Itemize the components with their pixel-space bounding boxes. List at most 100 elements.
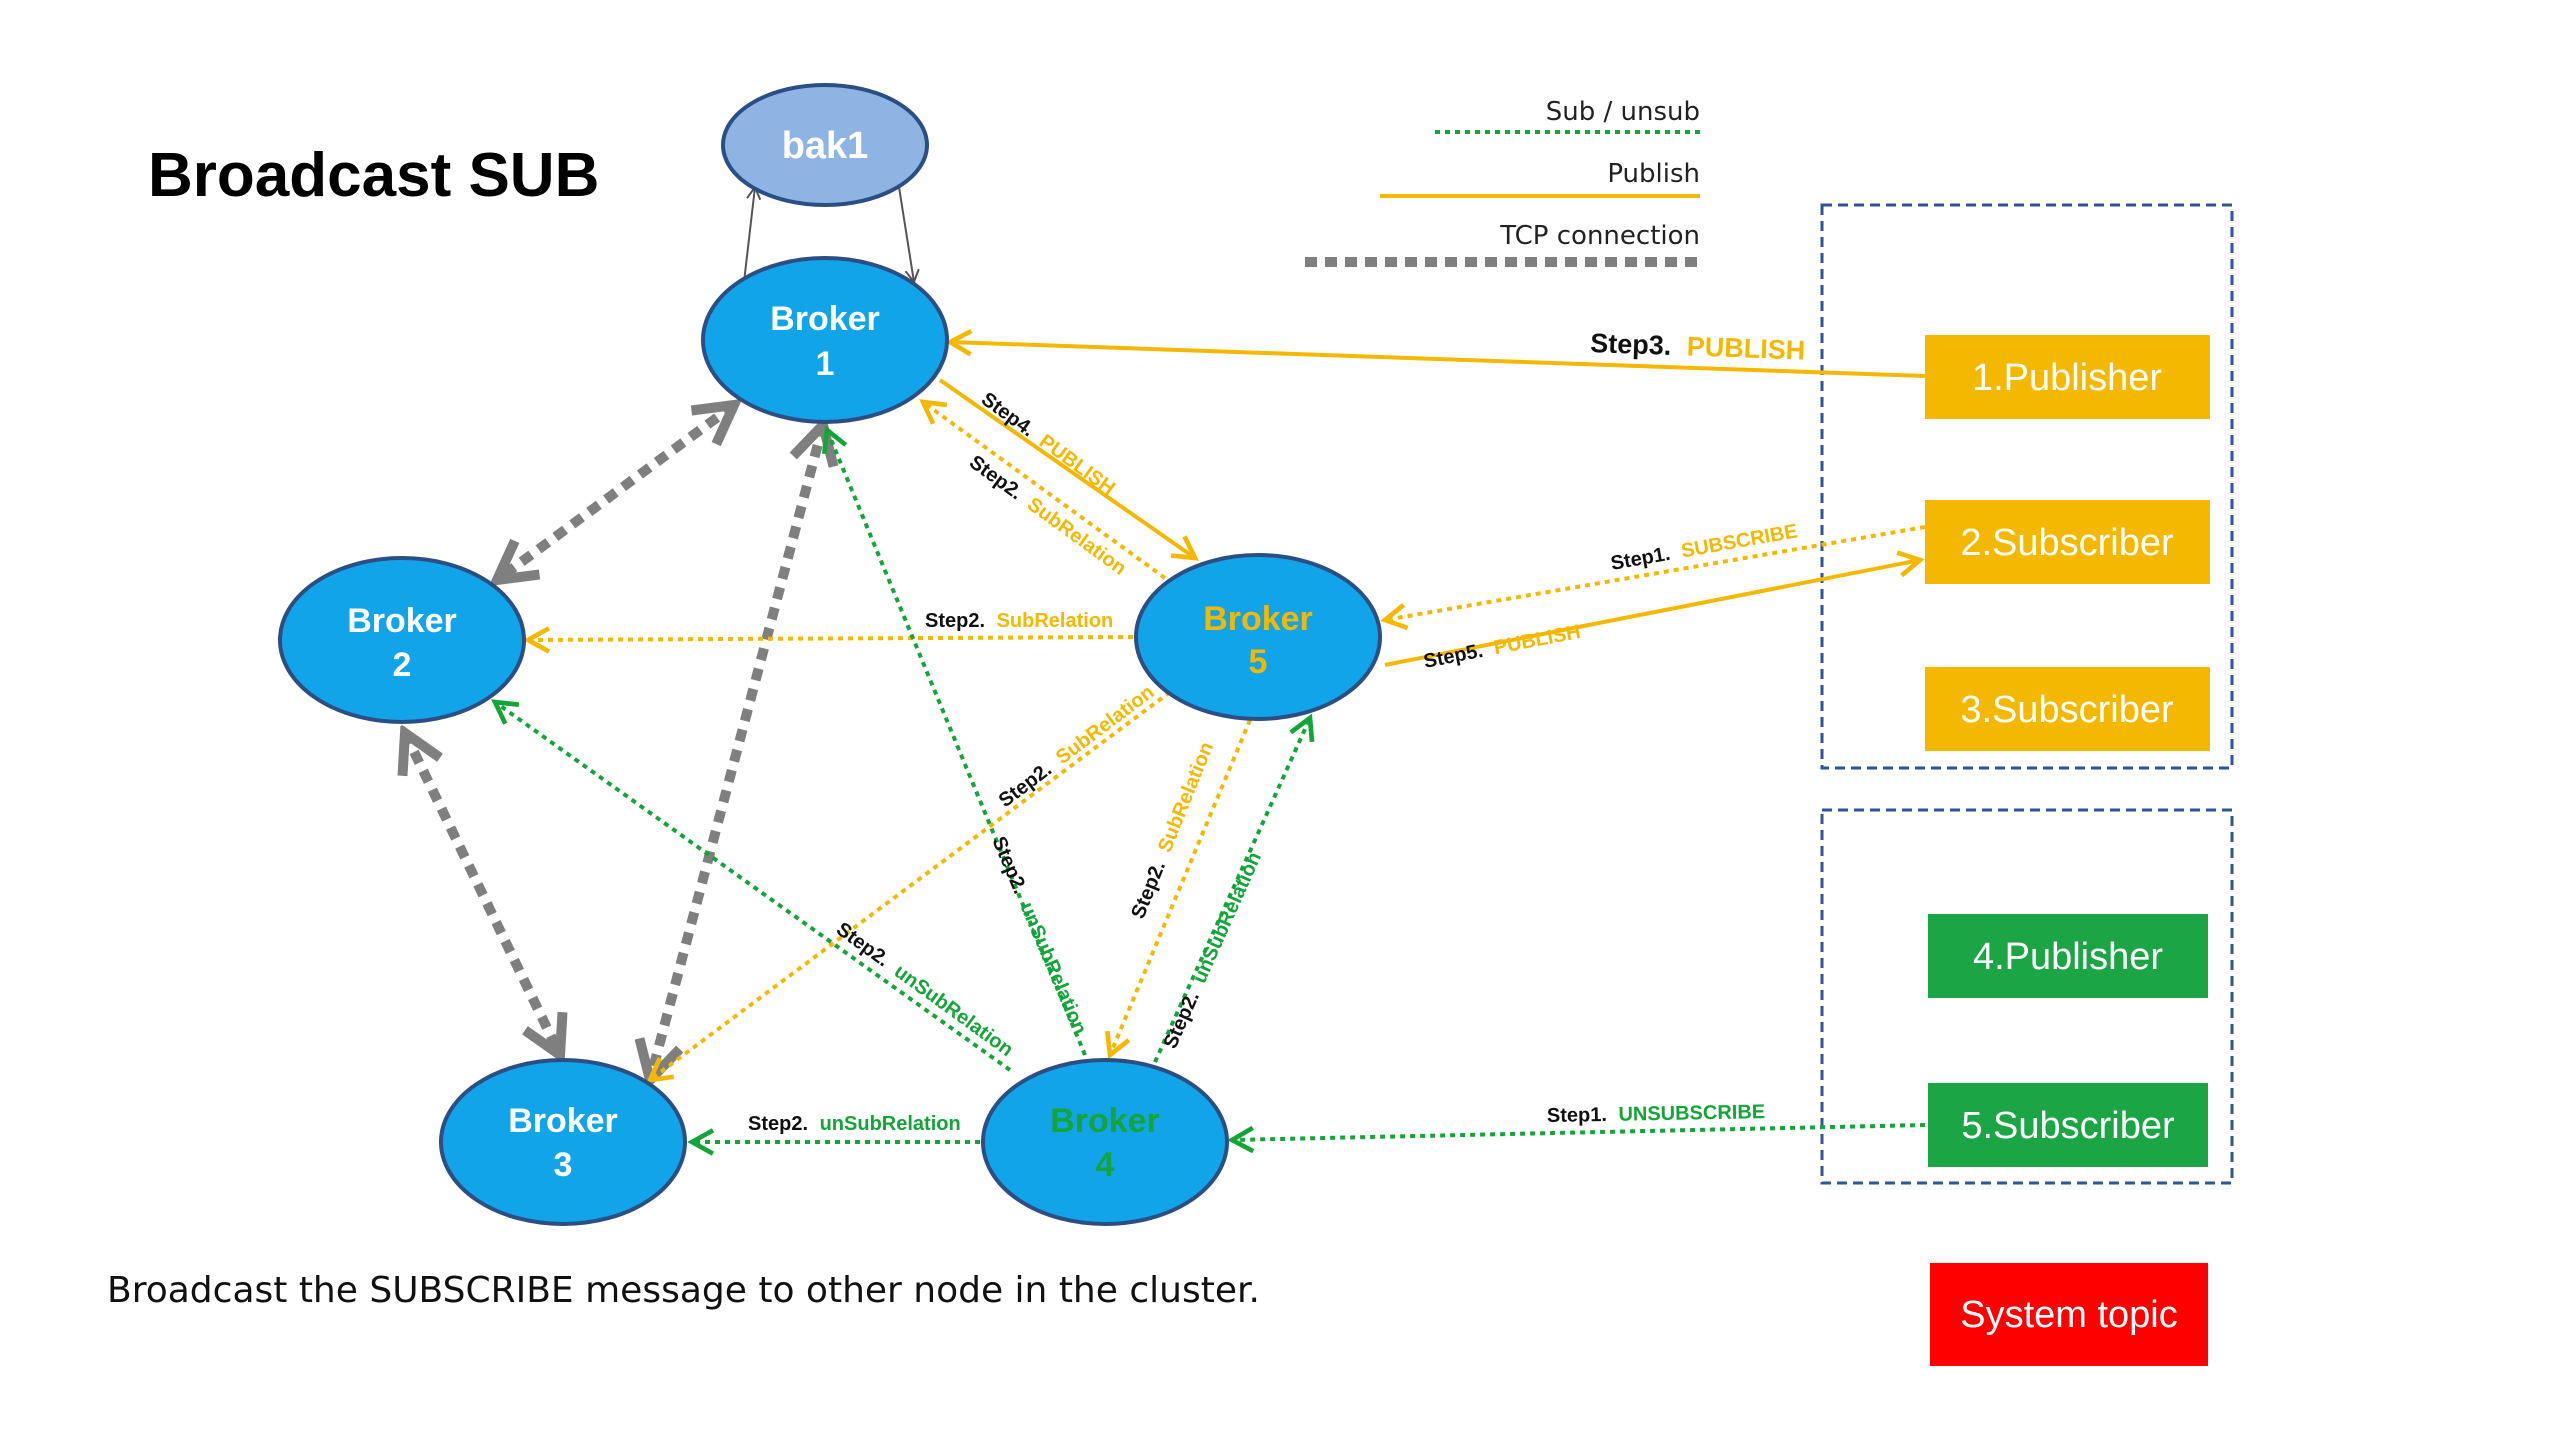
label-subrelation-text: SubRelation [1154,739,1218,855]
subscriber5-label: 5.Subscriber [1961,1105,2175,1147]
legend-sub-unsub-label: Sub / unsub [1546,97,1700,127]
label-step1-unsubscribe: Step1. UNSUBSCRIBE [1547,1101,1766,1127]
edge-broker5-broker2-subrelation [528,637,1134,640]
label-step5-action: PUBLISH [1492,621,1582,659]
edge-broker5-subscriber2 [1384,560,1920,667]
subscriber3-box: 3.Subscriber [1925,667,2210,751]
edge-subscriber2-broker5 [1385,525,1926,620]
bak1-link-down [898,186,920,285]
subscriber2-rect [1925,500,2210,584]
diagram-caption: Broadcast the SUBSCRIBE message to other… [107,1270,1260,1311]
bak1-link-up [743,184,762,283]
label-step2-unsubrelation-b4b2: Step2. unSubRelation [832,918,1017,1061]
label-step5-prefix: Step5. [1422,640,1485,673]
publisher4-rect [1928,914,2208,998]
broker1-node: Broker 1 [701,256,949,424]
label-unsubrelation-text: unSubRelation [1015,899,1090,1037]
broker4-node: Broker 4 [981,1058,1229,1226]
system-topic-rect [1930,1263,2208,1366]
label-step2-prefix: Step2. [748,1113,808,1135]
label-step2-prefix: Step2. [925,610,985,632]
label-step2-subrelation-b5b1: Step2. SubRelation [965,451,1130,579]
label-step5-publish: Step5. PUBLISH [1422,621,1583,673]
publish-edges [528,342,1926,1080]
broker2-label: Broker [347,602,457,640]
broker3-shape [439,1058,687,1226]
system-topic-label: System topic [1960,1294,2178,1336]
broker3-label: Broker [508,1102,618,1140]
broker4-number: 4 [1096,1146,1115,1184]
tcp-broker1-broker2 [497,405,734,580]
label-subrelation-text: SubRelation [1052,681,1158,769]
broker4-shape [981,1058,1229,1226]
edge-labels: Step3. PUBLISH Step4. PUBLISH Step2. Sub… [748,328,1806,1135]
bak1-node: bak1 [721,83,929,207]
label-unsubrelation-text: unSubRelation [1189,849,1266,987]
edge-broker4-broker1-unsubrelation [827,430,1087,1056]
bak1-label: bak1 [782,125,869,167]
broker3-node: Broker 3 [439,1058,687,1226]
yellow-client-group-box [1820,203,2234,770]
label-unsubrelation-text: unSubRelation [890,960,1017,1061]
subscriber5-rect [1928,1083,2208,1167]
edge-broker4-broker5-unsubrelation [1153,718,1310,1063]
legend-tcp-label: TCP connection [1499,221,1700,251]
subscriber2-label: 2.Subscriber [1960,522,2174,564]
label-step2-unsubrelation-b4b3: Step2. unSubRelation [748,1113,961,1135]
broker1-shape [701,256,949,424]
tcp-broker2-broker3 [405,733,560,1055]
label-step4-action: PUBLISH [1035,430,1119,499]
bak1-shape [721,83,929,207]
label-step3-prefix: Step3. [1590,328,1672,361]
label-unsubscribe-text: UNSUBSCRIBE [1618,1101,1765,1126]
label-step1-prefix: Step1. [1547,1104,1607,1127]
broker1-number: 1 [816,345,835,383]
label-step2-unsubrelation-b4b5: Step2. unSubRelation [1159,849,1266,1052]
edge-broker5-broker1-subrelation [923,402,1167,580]
green-client-group-box [1820,808,2234,1185]
broker5-node: Broker 5 [1134,553,1382,721]
publisher1-box: 1.Publisher [1925,335,2210,419]
publisher1-rect [1925,335,2210,419]
edge-publisher1-broker1 [950,342,1926,378]
system-topic-box: System topic [1930,1263,2208,1366]
label-subrelation-text: SubRelation [1023,493,1130,579]
tcp-broker1-broker3 [650,425,823,1080]
label-step2-subrelation-b5b4: Step2. SubRelation [1127,739,1218,922]
label-subscribe-text: SUBSCRIBE [1680,520,1800,562]
broker1-label: Broker [770,300,880,338]
label-unsubrelation-text: unSubRelation [820,1113,961,1135]
edge-broker4-broker2-unsubrelation [495,702,1012,1072]
publisher4-box: 4.Publisher [1928,914,2208,998]
label-step2-prefix: Step2. [965,451,1026,504]
broker2-number: 2 [393,646,412,684]
publisher1-label: 1.Publisher [1972,357,2162,399]
subscriber3-rect [1925,667,2210,751]
broker2-shape [278,556,526,724]
legend-publish-label: Publish [1607,159,1700,189]
label-step1-prefix: Step1. [1609,543,1672,575]
edge-broker5-broker4-subrelation [1110,719,1252,1055]
broker5-number: 5 [1249,643,1268,681]
label-step3-publish: Step3. PUBLISH [1590,328,1806,365]
label-step2-subrelation-b5b3: Step2. SubRelation [995,681,1159,812]
label-step3-action: PUBLISH [1686,331,1805,365]
tcp-connections [405,405,823,1080]
broker5-label: Broker [1203,600,1313,638]
unsub-edges [495,430,1926,1142]
label-step2-unsubrelation-b4b1: Step2. unSubRelation [987,833,1090,1037]
diagram-title: Broadcast SUB [148,141,599,210]
label-step2-prefix: Step2. [1159,988,1204,1052]
broker2-node: Broker 2 [278,556,526,724]
edge-broker5-broker3-subrelation [650,690,1172,1080]
label-step2-prefix: Step2. [1127,858,1170,922]
legend: Sub / unsub Publish TCP connection [1305,97,1700,267]
broker4-label: Broker [1050,1102,1160,1140]
label-step4-prefix: Step4. [977,388,1038,441]
label-step2-subrelation-b5b2: Step2. SubRelation [925,610,1113,632]
subscriber3-label: 3.Subscriber [1960,689,2174,731]
publisher4-label: 4.Publisher [1973,936,2163,978]
subscriber2-box: 2.Subscriber [1925,500,2210,584]
